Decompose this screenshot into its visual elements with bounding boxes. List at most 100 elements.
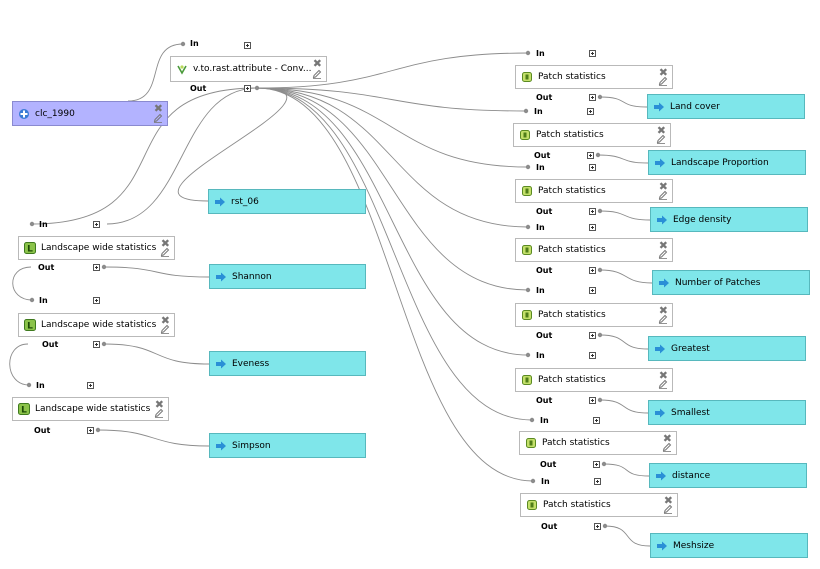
port-in-label: In — [536, 49, 545, 58]
delete-x-icon[interactable]: ✖ — [658, 180, 668, 193]
edit-pencil-icon[interactable] — [312, 69, 322, 79]
expand-plus-icon[interactable] — [93, 341, 100, 348]
connection-wire — [12, 266, 33, 301]
connection-wire — [106, 87, 258, 225]
connection-wire — [97, 429, 210, 447]
edit-pencil-icon[interactable] — [658, 249, 668, 259]
node-distance[interactable]: distance — [649, 463, 807, 488]
node-ps4[interactable]: Patch statistics✖ — [515, 238, 673, 262]
node-ps5[interactable]: Patch statistics✖ — [515, 303, 673, 327]
patch-algorithm-icon — [525, 437, 537, 449]
node-smallest[interactable]: Smallest — [648, 400, 806, 425]
edit-pencil-icon[interactable] — [160, 324, 170, 334]
node-rst06[interactable]: rst_06 — [208, 189, 366, 214]
node-ps7[interactable]: Patch statistics✖ — [519, 431, 677, 455]
node-ps1[interactable]: Patch statistics ✖ — [515, 65, 673, 89]
expand-plus-icon[interactable] — [587, 108, 594, 115]
expand-plus-icon[interactable] — [93, 297, 100, 304]
expand-plus-icon[interactable] — [87, 427, 94, 434]
output-arrow-icon — [658, 277, 670, 289]
expand-plus-icon[interactable] — [594, 478, 601, 485]
node-label: Patch statistics — [538, 72, 606, 82]
delete-x-icon[interactable]: ✖ — [658, 66, 668, 79]
delete-x-icon[interactable]: ✖ — [312, 57, 322, 70]
node-input-clc[interactable]: clc_1990 ✖ — [12, 101, 168, 126]
edit-pencil-icon[interactable] — [658, 379, 668, 389]
node-greatest[interactable]: Greatest — [648, 336, 806, 361]
port-out-label: Out — [536, 207, 553, 216]
expand-plus-icon[interactable] — [589, 287, 596, 294]
node-vto[interactable]: v.to.rast.attribute - Conv...✖ — [170, 56, 327, 82]
expand-plus-icon[interactable] — [587, 152, 594, 159]
node-eveness[interactable]: Eveness — [209, 351, 366, 376]
landscape-algorithm-icon: L — [24, 242, 36, 255]
expand-plus-icon[interactable] — [244, 85, 251, 92]
port-in-label: In — [540, 416, 549, 425]
expand-plus-icon[interactable] — [93, 221, 100, 228]
expand-plus-icon[interactable] — [589, 50, 596, 57]
expand-plus-icon[interactable] — [589, 332, 596, 339]
node-ps8[interactable]: Patch statistics✖ — [520, 493, 678, 517]
edit-pencil-icon[interactable] — [160, 247, 170, 257]
expand-plus-icon[interactable] — [589, 164, 596, 171]
edit-pencil-icon[interactable] — [662, 442, 672, 452]
node-edge-density[interactable]: Edge density — [650, 207, 808, 232]
expand-plus-icon[interactable] — [244, 42, 251, 49]
expand-plus-icon[interactable] — [589, 94, 596, 101]
edit-pencil-icon[interactable] — [658, 76, 668, 86]
port-in-label: In — [536, 223, 545, 232]
delete-x-icon[interactable]: ✖ — [160, 237, 170, 250]
delete-x-icon[interactable]: ✖ — [658, 239, 668, 252]
expand-plus-icon[interactable] — [589, 352, 596, 359]
connection-wire — [256, 87, 529, 356]
edit-pencil-icon[interactable] — [154, 408, 164, 418]
connection-wire — [9, 343, 30, 386]
delete-x-icon[interactable]: ✖ — [663, 494, 673, 507]
node-ps2[interactable]: Patch statistics✖ — [513, 123, 671, 147]
node-meshsize[interactable]: Meshsize — [650, 533, 808, 558]
expand-plus-icon[interactable] — [93, 264, 100, 271]
edit-pencil-icon[interactable] — [656, 134, 666, 144]
delete-x-icon[interactable]: ✖ — [658, 304, 668, 317]
expand-plus-icon[interactable] — [593, 417, 600, 424]
output-arrow-icon — [214, 196, 226, 208]
delete-x-icon[interactable]: ✖ — [160, 314, 170, 327]
edit-pencil-icon[interactable] — [663, 504, 673, 514]
delete-x-icon[interactable]: ✖ — [153, 102, 163, 115]
connection-wire — [31, 87, 258, 225]
node-number-of-patches[interactable]: Number of Patches — [652, 270, 810, 295]
expand-plus-icon[interactable] — [589, 267, 596, 274]
delete-x-icon[interactable]: ✖ — [154, 398, 164, 411]
node-label: Landscape Proportion — [671, 157, 769, 168]
expand-plus-icon[interactable] — [594, 523, 601, 530]
node-label: Patch statistics — [538, 186, 606, 196]
delete-x-icon[interactable]: ✖ — [662, 432, 672, 445]
connection-wire — [604, 525, 651, 547]
expand-plus-icon[interactable] — [589, 208, 596, 215]
edit-pencil-icon[interactable] — [658, 190, 668, 200]
node-shannon[interactable]: Shannon — [209, 264, 366, 289]
node-label: Smallest — [671, 407, 710, 418]
node-simpson[interactable]: Simpson — [209, 433, 366, 458]
node-land-cover[interactable]: Land cover — [647, 94, 805, 119]
node-ps6[interactable]: Patch statistics✖ — [515, 368, 673, 392]
expand-plus-icon[interactable] — [593, 461, 600, 468]
node-ps3[interactable]: Patch statistics ✖ — [515, 179, 673, 203]
edit-pencil-icon[interactable] — [658, 314, 668, 324]
expand-plus-icon[interactable] — [87, 382, 94, 389]
node-label: clc_1990 — [35, 108, 75, 119]
connection-wire — [103, 266, 210, 278]
connection-wire — [177, 87, 288, 202]
delete-x-icon[interactable]: ✖ — [656, 124, 666, 137]
delete-x-icon[interactable]: ✖ — [658, 369, 668, 382]
port-out-label: Out — [38, 263, 55, 272]
edit-pencil-icon[interactable] — [153, 113, 163, 123]
expand-plus-icon[interactable] — [589, 397, 596, 404]
node-landscape-proportion[interactable]: Landscape Proportion — [648, 150, 806, 175]
port-out-label: Out — [536, 93, 553, 102]
expand-plus-icon[interactable] — [589, 224, 596, 231]
